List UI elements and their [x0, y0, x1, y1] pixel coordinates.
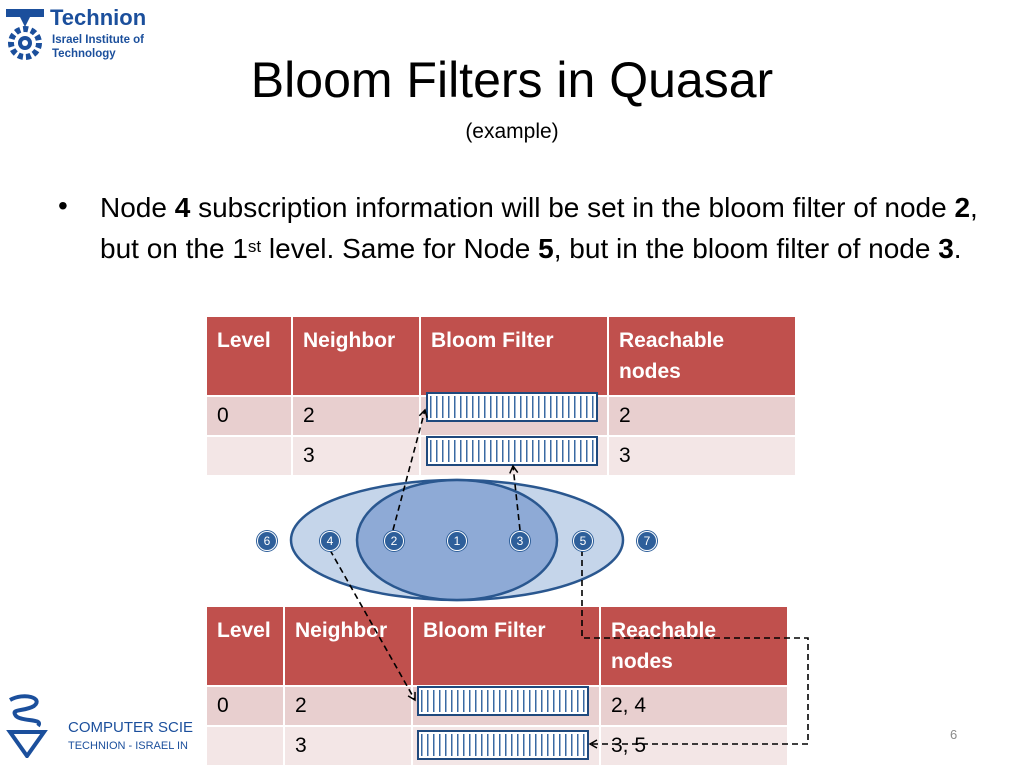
node-6: 6: [257, 531, 277, 551]
cell-reachable: 3: [607, 435, 797, 477]
header-reachable-nodes: Reachable nodes: [607, 315, 797, 397]
cell-neighbor: 3: [283, 725, 413, 767]
cs-swirl-icon: [6, 694, 48, 758]
node-5: 5: [573, 531, 593, 551]
bullet-dot: •: [58, 190, 68, 221]
bloom-filter-bar: [417, 730, 589, 760]
cell-reachable: 2, 4: [599, 685, 789, 727]
cell-level: 0: [205, 395, 293, 437]
technion-logo: Technion Israel Institute of Technology: [4, 5, 169, 67]
header-bloom-filter: Bloom Filter: [419, 315, 609, 397]
header-level: Level: [205, 315, 293, 397]
cell-level: [205, 435, 293, 477]
table-header-row: Level Neighbor Bloom Filter Reachable no…: [205, 315, 797, 397]
node-4: 4: [320, 531, 340, 551]
header-neighbor: Neighbor: [291, 315, 421, 397]
technion-name: Technion: [50, 5, 147, 30]
arrow-3-to-top-row2: [509, 464, 521, 531]
arrow-2-to-top-row1: [392, 408, 428, 531]
node-2: 2: [384, 531, 404, 551]
arrow-4-to-bottom-row1: [329, 549, 416, 702]
node-3: 3: [510, 531, 530, 551]
cell-level: 0: [205, 685, 285, 727]
technion-subtitle-2: Technology: [52, 48, 116, 60]
cell-level: [205, 725, 285, 767]
arrow-5-to-bottom-row2: [581, 550, 809, 749]
cell-reachable: 3, 5: [599, 725, 789, 767]
cell-neighbor: 2: [291, 395, 421, 437]
slide-subtitle: (example): [465, 120, 559, 143]
page-number: 6: [950, 727, 958, 742]
technion-gear-icon: [6, 9, 44, 60]
header-level: Level: [205, 605, 285, 687]
cs-dept-subtitle: TECHNION - ISRAEL IN: [68, 740, 188, 752]
header-neighbor: Neighbor: [283, 605, 413, 687]
header-bloom-filter: Bloom Filter: [411, 605, 601, 687]
node-7: 7: [637, 531, 657, 551]
cell-neighbor: 2: [283, 685, 413, 727]
cs-dept-name: COMPUTER SCIE: [68, 719, 194, 736]
slide-title: Bloom Filters in Quasar: [250, 52, 774, 108]
cs-logo: COMPUTER SCIE TECHNION - ISRAEL IN: [0, 690, 205, 768]
bullet-text: Node 4 subscription information will be …: [100, 192, 978, 264]
bloom-filter-bar: [417, 686, 589, 716]
table-header-row: Level Neighbor Bloom Filter Reachable no…: [205, 605, 789, 687]
cell-neighbor: 3: [291, 435, 421, 477]
bloom-filter-bar: [426, 436, 598, 466]
cell-reachable: 2: [607, 395, 797, 437]
node-1: 1: [447, 531, 467, 551]
header-reachable-nodes: Reachable nodes: [599, 605, 789, 687]
bloom-filter-bar: [426, 392, 598, 422]
technion-subtitle-1: Israel Institute of: [52, 34, 145, 46]
